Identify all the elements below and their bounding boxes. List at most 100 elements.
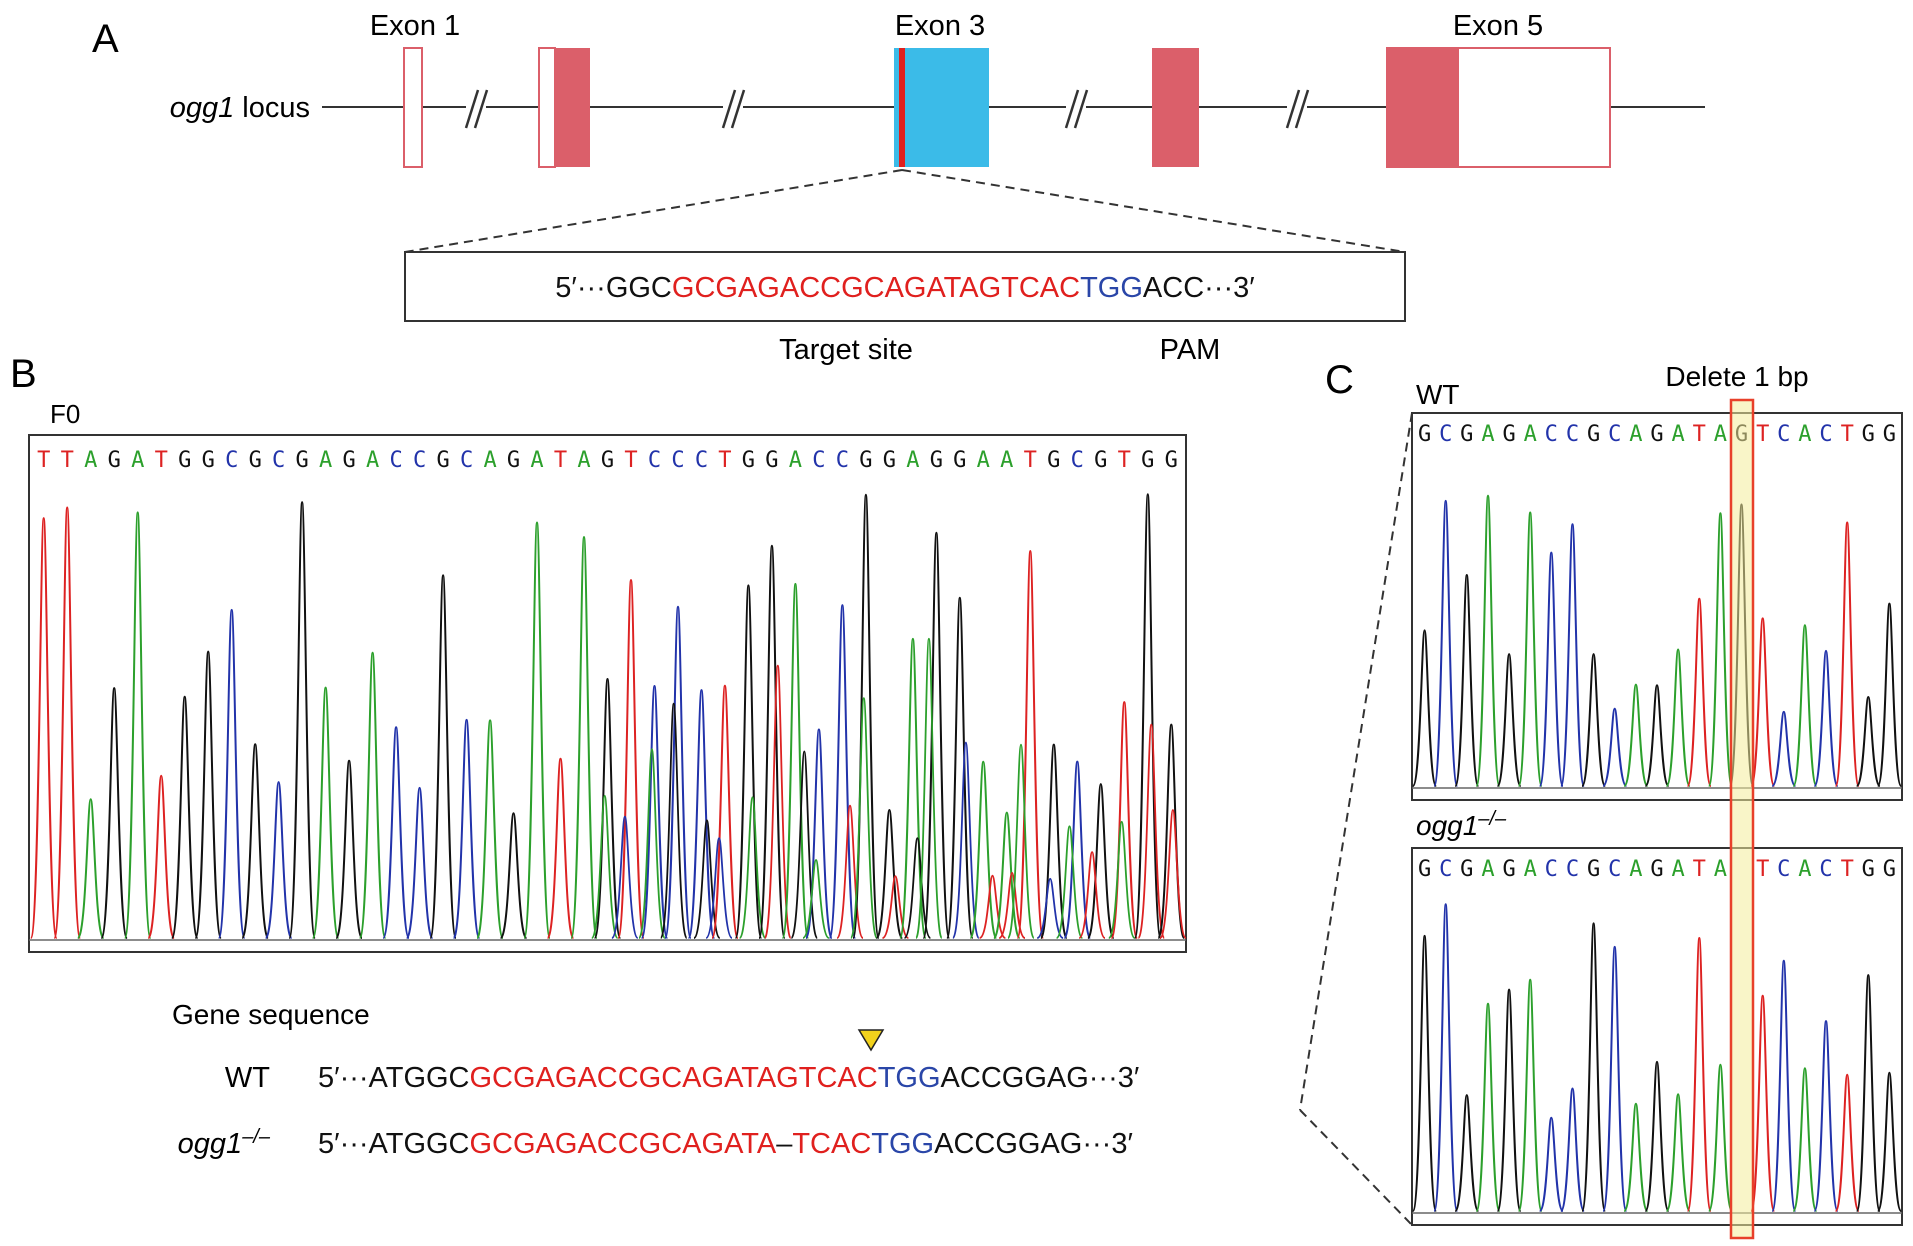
trace-peak [241, 743, 270, 939]
trace-peak [1517, 978, 1543, 1212]
trace-secondary-peak [611, 815, 639, 939]
pam-label: PAM [1160, 334, 1221, 366]
base-call: G [1883, 422, 1896, 447]
base-call: G [1460, 857, 1473, 882]
trace-peak [734, 584, 763, 939]
trace-peak [1792, 1067, 1818, 1212]
trace-secondary-peak [836, 804, 864, 939]
panel-b-letter: B [10, 352, 37, 396]
trace-peak [828, 604, 857, 939]
base-call: C [1566, 422, 1579, 447]
trace-peak [1623, 1102, 1649, 1212]
trace-peak [546, 757, 575, 939]
trace-secondary-peak [1007, 743, 1035, 939]
base-call: A [483, 448, 496, 473]
trace-peak [1433, 903, 1459, 1212]
base-call: A [366, 448, 379, 473]
mutant-gene-sequence: 5′···ATGGCGCGAGACCGCAGATA–TCACTGGACCGGAG… [318, 1128, 1133, 1160]
base-call: A [131, 448, 144, 473]
trace-peak [1517, 511, 1543, 787]
base-call: A [1714, 857, 1727, 882]
base-call: T [1693, 422, 1706, 447]
trace-peak [1876, 1071, 1903, 1212]
locus-label: ogg1 locus [170, 92, 310, 124]
base-call: G [1460, 422, 1473, 447]
wt-base-calls: GCGAGACCGCAGATAGTCACTGG [1418, 422, 1896, 447]
base-call: G [1883, 857, 1896, 882]
base-call: A [84, 448, 97, 473]
base-call: C [812, 448, 825, 473]
base-call: A [1524, 857, 1537, 882]
trace-peak [1538, 551, 1564, 787]
mutant-trace-peaks [1411, 903, 1903, 1212]
trace-peak [1876, 602, 1903, 787]
trace-peak [640, 684, 669, 939]
wt-row-label: WT [225, 1062, 270, 1094]
trace-peak [781, 582, 810, 939]
locus-gene-name: ogg1 [170, 92, 235, 124]
base-call: C [1819, 422, 1832, 447]
base-call: G [1650, 857, 1663, 882]
trace-peak [429, 574, 457, 939]
trace-peak [1792, 624, 1818, 787]
target-site-label: Target site [779, 334, 913, 366]
base-call: G [249, 448, 262, 473]
trace-peak [288, 501, 317, 939]
base-call: G [342, 448, 355, 473]
trace-peak [100, 687, 129, 939]
trace-peak [217, 608, 246, 939]
base-call: C [1777, 857, 1790, 882]
trace-peak [1433, 499, 1459, 787]
trace-peak [1016, 549, 1045, 939]
base-call: G [108, 448, 121, 473]
panel-c: C Delete 1 bp WT GCGAGACCGCAGATAGTCACTGG… [1299, 358, 1903, 1240]
panel-a: A ogg1 locus [92, 10, 1705, 366]
trace-secondary-peak [763, 664, 792, 939]
deletion-highlight [1729, 398, 1755, 1240]
zoom-line-c-bottom [1299, 1109, 1413, 1226]
trace-peak [76, 798, 105, 939]
base-call: A [1481, 857, 1494, 882]
trace-secondary-peak [1107, 820, 1136, 939]
trace-peak [711, 684, 739, 939]
trace-peak [1559, 1087, 1586, 1212]
trace-peak [452, 718, 481, 939]
trace-peak [1454, 573, 1480, 787]
mut-seq-prefix: 5′···ATGGC [318, 1128, 470, 1160]
break-mark-1 [464, 89, 489, 129]
base-call: G [601, 448, 614, 473]
base-call: A [1481, 422, 1494, 447]
trace-peak [922, 531, 951, 939]
trace-secondary-peak [659, 702, 688, 939]
wt-seq-prefix: 5′···ATGGC [318, 1062, 470, 1094]
trace-secondary-peak [705, 837, 733, 939]
panel-c-mutant-genotype: –/– [1477, 808, 1507, 830]
exon-5-label: Exon 5 [1453, 10, 1543, 42]
base-call: A [977, 448, 990, 473]
trace-peak [1623, 683, 1649, 787]
trace-peak [1855, 695, 1881, 787]
trace-peak [1602, 707, 1628, 787]
base-call: T [61, 448, 74, 473]
trace-peak [1496, 653, 1522, 787]
trace-peak [499, 812, 528, 939]
target-seq-suffix: ACC···3′ [1143, 272, 1255, 304]
base-call: T [718, 448, 731, 473]
wt-gene-sequence: 5′···ATGGCGCGAGACCGCAGATAGTCACTGGACCGGAG… [318, 1062, 1139, 1094]
base-call: C [460, 448, 473, 473]
trace-peak [1602, 945, 1628, 1212]
panel-a-letter: A [92, 17, 119, 61]
trace-peak [593, 677, 622, 939]
trace-peak [523, 521, 551, 939]
f0-trace-peaks [29, 493, 1187, 939]
trace-secondary-peak [1078, 851, 1106, 939]
base-call: C [1439, 857, 1452, 882]
base-call: A [1629, 857, 1642, 882]
break-mark-2 [721, 89, 746, 129]
wt-seq-pam: TGG [878, 1062, 941, 1094]
exon-3 [894, 48, 989, 167]
deletion-site-marker [857, 1029, 885, 1052]
base-call: G [1587, 857, 1600, 882]
base-call: C [272, 448, 285, 473]
